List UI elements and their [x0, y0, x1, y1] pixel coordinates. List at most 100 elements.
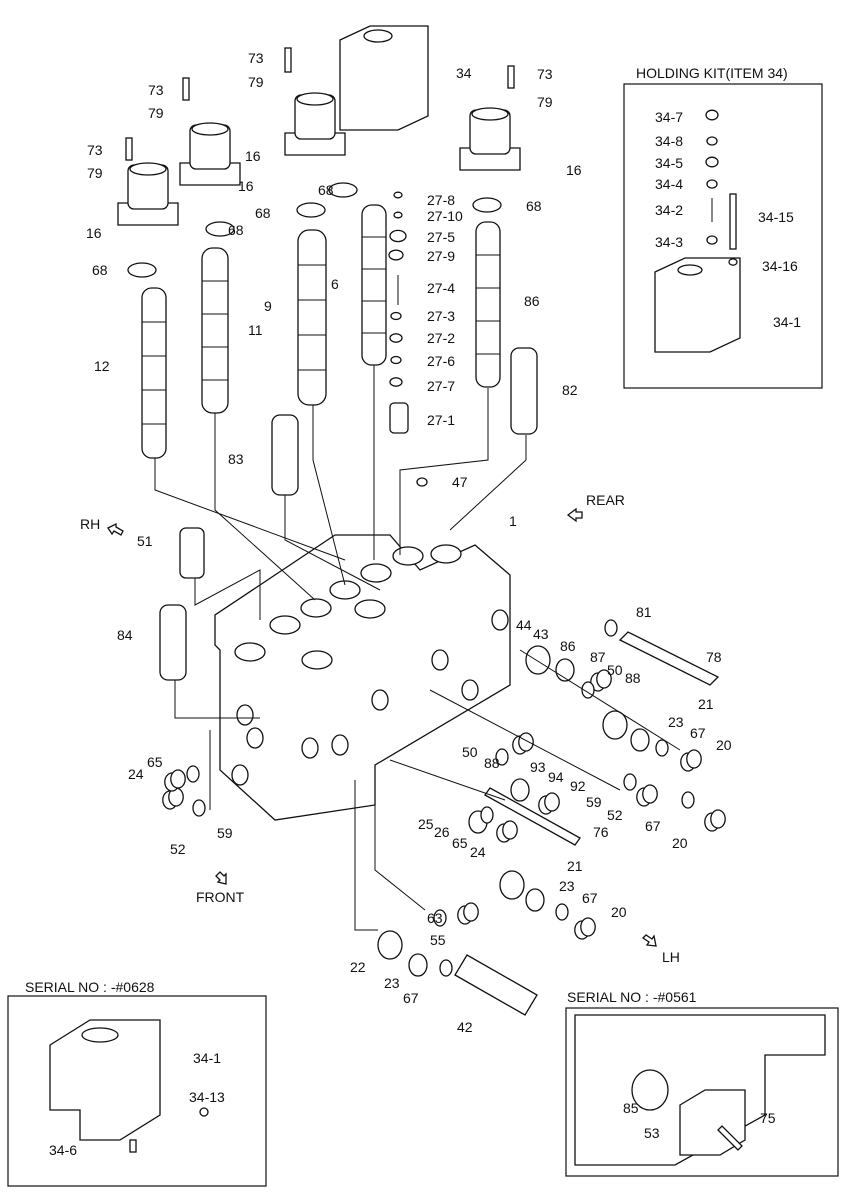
- part-label-55: 55: [430, 932, 446, 948]
- part-label-79: 79: [87, 165, 103, 181]
- kit-block-34-1: [654, 257, 741, 353]
- serial-left-plug-34-13: [199, 1107, 209, 1117]
- part-label-88: 88: [625, 670, 641, 686]
- direction-rear: REAR: [586, 492, 625, 508]
- body-hole-5: [371, 689, 389, 711]
- part-label-79: 79: [148, 105, 164, 121]
- kit-label-34-3: 34-3: [655, 234, 683, 250]
- part-label-59: 59: [217, 825, 233, 841]
- part-label-1: 1: [509, 513, 517, 529]
- valve-body-1: [214, 534, 511, 821]
- body-port-4: [392, 546, 424, 566]
- part-label-27-10: 27-10: [427, 208, 463, 224]
- o-ring-68-1: [205, 221, 235, 237]
- poppet-part-27-5: [389, 333, 403, 343]
- bolt-73-b: [182, 77, 190, 101]
- holding-kit-title: HOLDING KIT(ITEM 34): [636, 65, 788, 81]
- serial-left-label-34-6: 34-6: [49, 1142, 77, 1158]
- o-ring-68-3: [328, 182, 358, 198]
- poppet-part-27-0: [393, 191, 403, 199]
- arrow-lh-icon: [641, 934, 657, 947]
- part-label-42: 42: [457, 1019, 473, 1035]
- body-port-2: [329, 580, 361, 600]
- plug-9-face: [170, 769, 186, 789]
- serial-right-o-ring-85: [631, 1069, 669, 1111]
- o-ring-3: [555, 903, 569, 921]
- kit-label-34-16: 34-16: [762, 258, 798, 274]
- body-hole-0: [236, 704, 254, 726]
- part-label-67: 67: [403, 990, 419, 1006]
- part-label-78: 78: [706, 649, 722, 665]
- relief-valve-82: [510, 347, 538, 435]
- part-label-86: 86: [560, 638, 576, 654]
- o-ring-5: [439, 959, 453, 977]
- kit-label-34-15: 34-15: [758, 209, 794, 225]
- plug-42: [454, 954, 538, 1016]
- leader-1: [214, 413, 316, 601]
- plug-7-face: [502, 820, 518, 840]
- part-label-65: 65: [452, 835, 468, 851]
- spool-86: [475, 221, 501, 388]
- kit-part-4: [706, 235, 718, 245]
- part-label-86: 86: [524, 293, 540, 309]
- bolt-73-d: [507, 65, 515, 89]
- serial-left-block-34-1: [49, 1019, 161, 1141]
- part-label-6: 6: [331, 276, 339, 292]
- plug-2-face: [580, 917, 596, 937]
- serial-left-plug-34-6: [129, 1139, 137, 1153]
- direction-rh: RH: [80, 516, 100, 532]
- arrow-rear-icon: [566, 507, 583, 523]
- serial-right-box: [565, 1007, 839, 1177]
- part-label-68: 68: [228, 222, 244, 238]
- solenoid-16-c-cap: [296, 92, 334, 106]
- o-ring-9: [623, 773, 637, 791]
- kit-label-34-5: 34-5: [655, 155, 683, 171]
- serial-left-label-34-13: 34-13: [189, 1089, 225, 1105]
- direction-lh: LH: [662, 949, 680, 965]
- part-label-73: 73: [537, 66, 553, 82]
- spool-6: [361, 204, 387, 366]
- body-hole-6: [431, 649, 449, 671]
- part-label-81: 81: [636, 604, 652, 620]
- part-label-22: 22: [350, 959, 366, 975]
- part-label-68: 68: [526, 198, 542, 214]
- leader-13: [429, 689, 621, 791]
- block-34-port: [363, 29, 393, 43]
- part-label-52: 52: [170, 841, 186, 857]
- part-label-82: 82: [562, 382, 578, 398]
- solenoid-16-b-cap: [191, 122, 229, 136]
- part-label-11: 11: [248, 322, 263, 338]
- sleeve-0: [525, 645, 551, 675]
- part-label-23: 23: [668, 714, 684, 730]
- part-label-50: 50: [462, 744, 478, 760]
- part-label-16: 16: [566, 162, 582, 178]
- poppet-part-27-2: [389, 229, 407, 243]
- part-label-87: 87: [590, 649, 606, 665]
- part-label-88: 88: [484, 755, 500, 771]
- part-label-73: 73: [87, 142, 103, 158]
- part-label-43: 43: [533, 626, 549, 642]
- part-label-25: 25: [418, 816, 434, 832]
- leader-5: [449, 435, 527, 531]
- part-label-34: 34: [456, 65, 472, 81]
- plug-1-face: [710, 809, 726, 829]
- tie-bolt-78: [618, 631, 720, 686]
- part-label-67: 67: [582, 890, 598, 906]
- part-label-79: 79: [248, 74, 264, 90]
- body-hole-3: [301, 737, 319, 759]
- o-ring-68-4: [472, 197, 502, 213]
- leader-12: [389, 759, 506, 801]
- relief-valve-83: [271, 414, 299, 496]
- bolt-73-c: [284, 47, 292, 73]
- part-label-94: 94: [548, 769, 564, 785]
- part-label-93: 93: [530, 759, 546, 775]
- part-label-68: 68: [92, 262, 108, 278]
- part-label-24: 24: [470, 844, 486, 860]
- o-ring-68-2: [296, 202, 326, 218]
- o-ring-2: [681, 791, 695, 809]
- part-label-26: 26: [434, 824, 450, 840]
- holding-kit-box: [623, 83, 823, 389]
- part-label-63: 63: [427, 910, 443, 926]
- o-ring-6: [186, 765, 200, 783]
